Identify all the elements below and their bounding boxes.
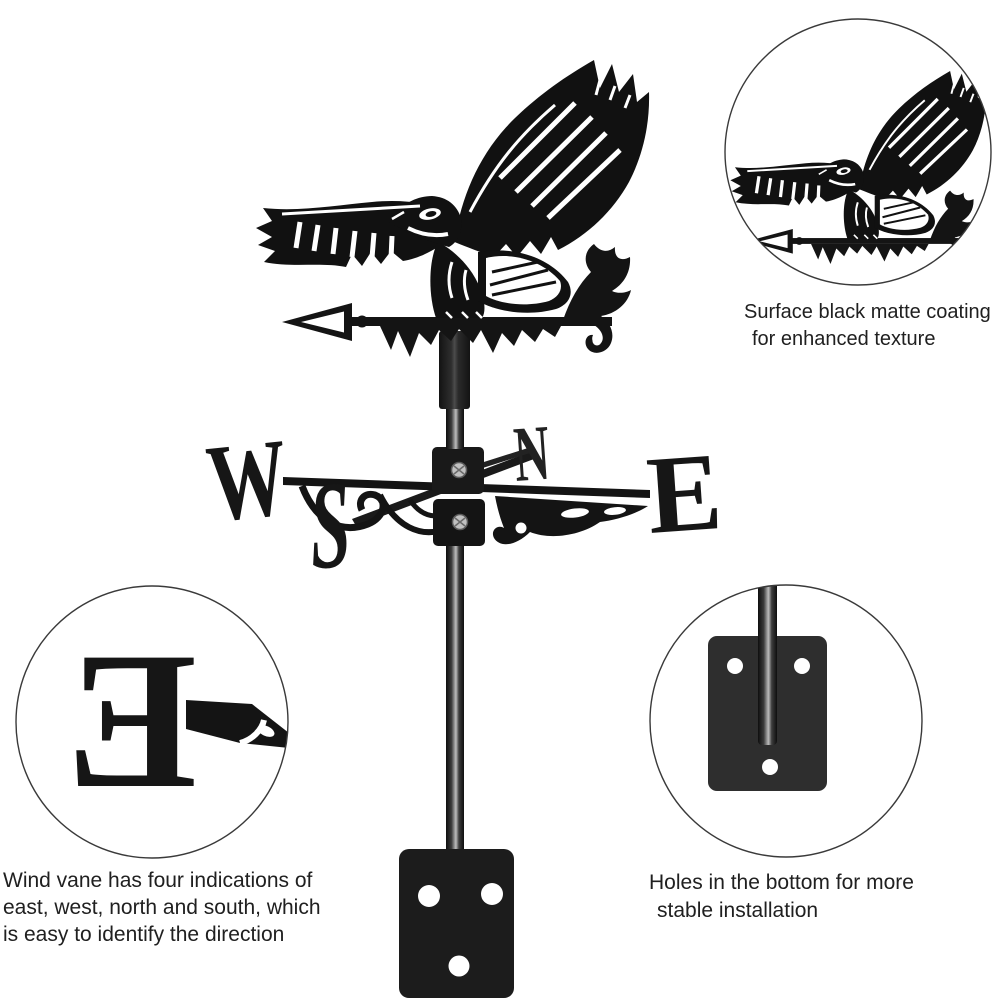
compass-letter-north: N — [511, 409, 552, 499]
caption-line: is easy to identify the direction — [3, 923, 285, 946]
plate-hole — [418, 885, 440, 907]
plate-hole — [794, 658, 810, 674]
hub-block — [432, 447, 485, 546]
compass-letter-south: S — [306, 456, 354, 596]
mounting-plate — [399, 849, 514, 998]
callout-circle-border — [15, 585, 289, 859]
caption-line: Holes in the bottom for more — [649, 871, 914, 894]
compass-letter-east: E — [643, 430, 725, 558]
compass-cross: W N E S — [202, 409, 726, 596]
rod-detail — [758, 585, 777, 745]
screw — [451, 513, 469, 531]
caption-line: Surface black matte coating — [744, 301, 991, 323]
callout-circle-border — [649, 584, 923, 858]
plate-hole — [481, 883, 503, 905]
plate-hole — [448, 955, 470, 977]
mounting-rod — [446, 546, 464, 854]
screw — [450, 461, 468, 479]
caption-line: Wind vane has four indications of — [3, 869, 313, 892]
caption-bottom-right: Holes in the bottom for more stable inst… — [649, 869, 914, 925]
rod-sleeve — [439, 331, 470, 409]
caption-top-right: Surface black matte coating for enhanced… — [744, 299, 991, 353]
callout-bottom-left: E — [15, 585, 289, 859]
mirrored-letter-east: E — [66, 612, 197, 829]
callout-circle-border — [724, 18, 992, 286]
upper-rod — [446, 405, 464, 449]
compass-letter-west: W — [202, 416, 293, 545]
vane-arm-detail — [186, 700, 288, 748]
callout-top-right — [724, 18, 992, 286]
caption-bottom-left: Wind vane has four indications of east, … — [3, 867, 321, 948]
plate-hole — [727, 658, 743, 674]
caption-line: stable installation — [657, 899, 819, 922]
plate-hole — [762, 759, 778, 775]
eagle-vane — [256, 60, 649, 357]
caption-line: east, west, north and south, which — [3, 896, 321, 919]
caption-line: for enhanced texture — [752, 328, 936, 350]
callout-bottom-right — [649, 584, 923, 858]
